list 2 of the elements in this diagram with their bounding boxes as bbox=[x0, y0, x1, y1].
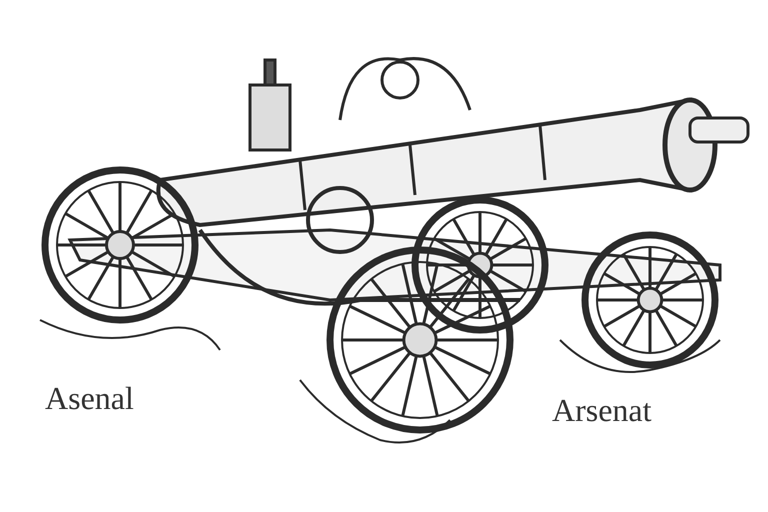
ornate-lettering: Asenal bbox=[45, 380, 134, 417]
ornate-lettering: Arsenat bbox=[552, 392, 652, 429]
